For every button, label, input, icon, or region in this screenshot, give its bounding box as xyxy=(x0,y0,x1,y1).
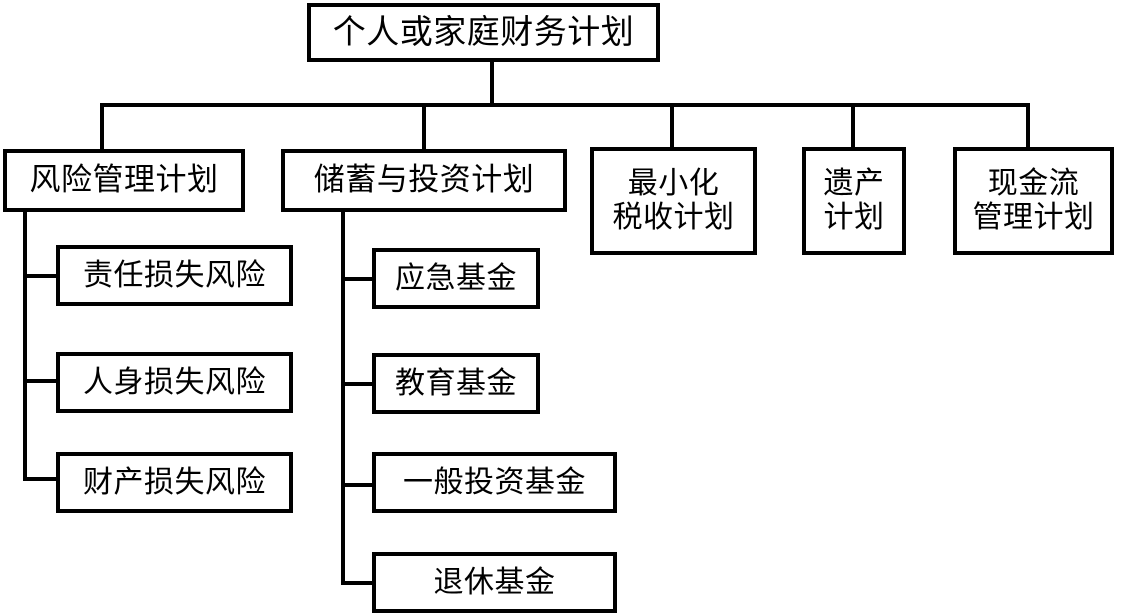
node-cashflow-management-plan-label-line1: 现金流 xyxy=(987,166,1080,202)
node-risk-plan[interactable]: 风险管理计划 xyxy=(3,149,245,212)
connector-drop-savings xyxy=(422,103,426,151)
connector-drop-risk xyxy=(100,103,104,151)
node-education-fund[interactable]: 教育基金 xyxy=(372,353,540,414)
connector-root-stem xyxy=(490,62,494,107)
connector-risk-stub-3 xyxy=(23,477,58,481)
node-risk-plan-label: 风险管理计划 xyxy=(29,162,219,199)
connector-savings-stub-4 xyxy=(341,581,376,585)
node-tax-minimization-plan-label-line1: 最小化 xyxy=(627,166,720,202)
connector-level2-bar xyxy=(100,103,1030,107)
node-education-fund-label: 教育基金 xyxy=(395,365,517,401)
node-retirement-fund[interactable]: 退休基金 xyxy=(372,552,617,613)
node-savings-investment-plan[interactable]: 储蓄与投资计划 xyxy=(281,149,567,212)
connector-drop-estate xyxy=(851,103,855,149)
node-tax-minimization-plan-label-line2: 税收计划 xyxy=(612,200,735,235)
connector-savings-stub-2 xyxy=(341,382,376,386)
node-property-loss-risk[interactable]: 财产损失风险 xyxy=(56,452,293,513)
connector-risk-stub-1 xyxy=(23,274,58,278)
node-estate-plan-label-line1: 遗产 xyxy=(823,166,885,202)
node-estate-plan-label-line2: 计划 xyxy=(823,200,885,235)
connector-savings-spine xyxy=(341,210,345,585)
connector-drop-tax xyxy=(670,103,674,149)
node-root[interactable]: 个人或家庭财务计划 xyxy=(307,3,660,62)
node-retirement-fund-label: 退休基金 xyxy=(433,564,556,600)
connector-risk-spine xyxy=(23,210,27,480)
node-estate-plan[interactable]: 遗产 计划 xyxy=(802,147,906,255)
node-liability-loss-risk-label: 责任损失风险 xyxy=(83,257,266,293)
node-cashflow-management-plan[interactable]: 现金流 管理计划 xyxy=(953,147,1114,255)
connector-savings-stub-3 xyxy=(341,483,376,487)
connector-savings-stub-1 xyxy=(341,277,376,281)
node-root-label: 个人或家庭财务计划 xyxy=(332,12,635,52)
node-liability-loss-risk[interactable]: 责任损失风险 xyxy=(56,245,293,306)
node-general-investment-fund-label: 一般投资基金 xyxy=(403,464,586,500)
node-tax-minimization-plan[interactable]: 最小化 税收计划 xyxy=(590,147,757,255)
node-personal-loss-risk-label: 人身损失风险 xyxy=(83,364,266,400)
node-personal-loss-risk[interactable]: 人身损失风险 xyxy=(56,352,293,413)
node-general-investment-fund[interactable]: 一般投资基金 xyxy=(372,452,617,513)
node-emergency-fund[interactable]: 应急基金 xyxy=(372,248,540,309)
node-emergency-fund-label: 应急基金 xyxy=(395,260,517,296)
node-cashflow-management-plan-label-line2: 管理计划 xyxy=(972,200,1095,235)
node-property-loss-risk-label: 财产损失风险 xyxy=(83,464,266,500)
connector-risk-stub-2 xyxy=(23,379,58,383)
connector-drop-cash xyxy=(1026,103,1030,149)
node-savings-investment-plan-label: 储蓄与投资计划 xyxy=(313,162,535,199)
